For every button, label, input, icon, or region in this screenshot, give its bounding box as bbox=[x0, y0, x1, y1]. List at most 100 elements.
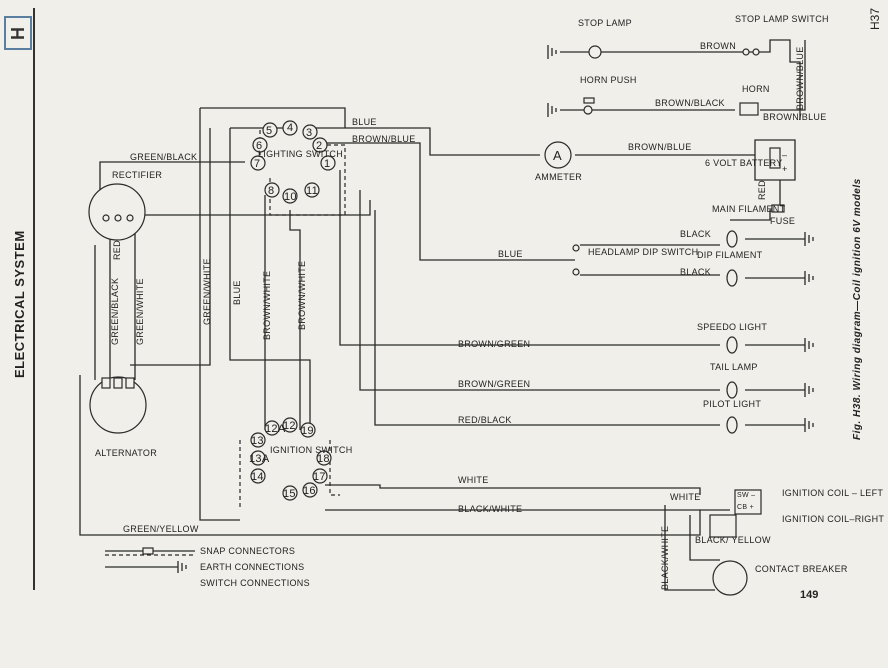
component-labels: STOP LAMP STOP LAMP SWITCH HORN PUSH HOR… bbox=[95, 14, 884, 574]
svg-text:BROWN/WHITE: BROWN/WHITE bbox=[262, 271, 272, 340]
svg-text:13: 13 bbox=[251, 435, 264, 447]
svg-text:7: 7 bbox=[254, 158, 260, 170]
fuse bbox=[771, 204, 785, 213]
svg-text:STOP LAMP SWITCH: STOP LAMP SWITCH bbox=[735, 14, 829, 24]
headlamp-dip-switch bbox=[572, 244, 580, 276]
terminal-numbers: 4 5 3 6 2 7 1 8 10 11 12A 12 19 13 13A 1… bbox=[249, 122, 330, 500]
svg-text:SW –: SW – bbox=[737, 492, 755, 499]
svg-text:HORN PUSH: HORN PUSH bbox=[580, 75, 637, 85]
svg-text:STOP LAMP: STOP LAMP bbox=[578, 18, 632, 28]
ignition-switch bbox=[250, 417, 332, 501]
svg-text:14: 14 bbox=[251, 471, 264, 483]
svg-text:12: 12 bbox=[283, 420, 296, 432]
horn-push bbox=[547, 97, 595, 117]
svg-text:10: 10 bbox=[284, 191, 297, 203]
svg-text:BLACK/WHITE: BLACK/WHITE bbox=[660, 526, 670, 590]
svg-text:BLUE: BLUE bbox=[232, 280, 242, 305]
svg-text:BLACK/WHITE: BLACK/WHITE bbox=[458, 504, 522, 514]
svg-text:GREEN/WHITE: GREEN/WHITE bbox=[135, 278, 145, 345]
legend-switch-connections: SWITCH CONNECTIONS bbox=[200, 578, 310, 588]
svg-text:ALTERNATOR: ALTERNATOR bbox=[95, 448, 157, 458]
legend-earth-connections: EARTH CONNECTIONS bbox=[200, 562, 304, 572]
svg-text:BROWN/BLUE: BROWN/BLUE bbox=[763, 112, 827, 122]
svg-text:6 VOLT BATTERY: 6 VOLT BATTERY bbox=[705, 158, 783, 168]
svg-text:4: 4 bbox=[287, 122, 293, 134]
alternator bbox=[89, 376, 147, 434]
svg-text:5: 5 bbox=[266, 125, 272, 137]
svg-text:HORN: HORN bbox=[742, 84, 770, 94]
legend: SNAP CONNECTORS EARTH CONNECTIONS SWITCH… bbox=[200, 546, 310, 588]
svg-text:18: 18 bbox=[317, 453, 330, 465]
legend-snap-connectors: SNAP CONNECTORS bbox=[200, 546, 295, 556]
wire-labels: BROWN BROWN/BLACK BROWN/BLUE BROWN/BLUE … bbox=[110, 41, 827, 590]
rectifier bbox=[88, 183, 146, 241]
svg-text:BROWN/BLUE: BROWN/BLUE bbox=[628, 142, 692, 152]
svg-text:BLUE: BLUE bbox=[352, 117, 377, 127]
svg-text:2: 2 bbox=[316, 140, 322, 152]
svg-text:RED: RED bbox=[112, 240, 122, 260]
svg-text:GREEN/WHITE: GREEN/WHITE bbox=[202, 258, 212, 325]
svg-text:12A: 12A bbox=[265, 423, 286, 435]
svg-text:BROWN/BLUE: BROWN/BLUE bbox=[795, 46, 805, 110]
svg-text:IGNITION COIL–RIGHT: IGNITION COIL–RIGHT bbox=[782, 514, 884, 524]
svg-text:–: – bbox=[782, 150, 787, 160]
svg-text:16: 16 bbox=[303, 485, 316, 497]
svg-text:FUSE: FUSE bbox=[770, 216, 795, 226]
lighting-switch bbox=[250, 120, 336, 204]
svg-text:RECTIFIER: RECTIFIER bbox=[112, 170, 162, 180]
svg-text:WHITE: WHITE bbox=[670, 492, 701, 502]
wires bbox=[79, 39, 806, 591]
svg-text:BROWN/BLUE: BROWN/BLUE bbox=[352, 134, 416, 144]
svg-text:MAIN FILAMENT: MAIN FILAMENT bbox=[712, 204, 786, 214]
svg-text:BROWN/BLACK: BROWN/BLACK bbox=[655, 98, 725, 108]
horn bbox=[739, 102, 759, 116]
svg-text:11: 11 bbox=[306, 185, 318, 197]
svg-text:BROWN/WHITE: BROWN/WHITE bbox=[297, 261, 307, 330]
svg-text:GREEN/YELLOW: GREEN/YELLOW bbox=[123, 524, 199, 534]
svg-text:RED: RED bbox=[757, 180, 767, 200]
svg-text:BROWN/GREEN: BROWN/GREEN bbox=[458, 379, 530, 389]
svg-text:BLACK: BLACK bbox=[680, 267, 711, 277]
svg-text:BLACK/ YELLOW: BLACK/ YELLOW bbox=[695, 535, 771, 545]
svg-text:HEADLAMP DIP SWITCH: HEADLAMP DIP SWITCH bbox=[588, 247, 698, 257]
stop-lamp bbox=[547, 45, 602, 59]
svg-text:WHITE: WHITE bbox=[458, 475, 489, 485]
margin-rule bbox=[33, 8, 35, 590]
svg-text:DIP FILAMENT: DIP FILAMENT bbox=[697, 250, 763, 260]
contact-breaker bbox=[712, 560, 748, 596]
stop-lamp-switch bbox=[742, 48, 760, 56]
svg-text:8: 8 bbox=[268, 185, 274, 197]
svg-text:6: 6 bbox=[256, 140, 262, 152]
battery: – + bbox=[769, 147, 788, 174]
svg-text:SPEEDO LIGHT: SPEEDO LIGHT bbox=[697, 322, 767, 332]
legend-symbols bbox=[105, 547, 195, 573]
svg-text:BROWN: BROWN bbox=[700, 41, 736, 51]
svg-text:CB +: CB + bbox=[737, 504, 754, 511]
svg-text:LIGHTING SWITCH: LIGHTING SWITCH bbox=[258, 149, 343, 159]
svg-text:IGNITION SWITCH: IGNITION SWITCH bbox=[270, 445, 353, 455]
svg-text:IGNITION COIL – LEFT: IGNITION COIL – LEFT bbox=[782, 488, 883, 498]
svg-text:AMMETER: AMMETER bbox=[535, 172, 582, 182]
svg-text:13A: 13A bbox=[249, 453, 270, 465]
svg-text:PILOT LIGHT: PILOT LIGHT bbox=[703, 399, 761, 409]
section-tab: H bbox=[4, 16, 32, 50]
lamp-bulbs bbox=[726, 230, 814, 434]
svg-text:+: + bbox=[782, 164, 788, 174]
svg-text:GREEN/BLACK: GREEN/BLACK bbox=[130, 152, 197, 162]
ignition-coils bbox=[709, 489, 762, 538]
svg-text:BROWN/GREEN: BROWN/GREEN bbox=[458, 339, 530, 349]
page-number: 149 bbox=[800, 589, 819, 601]
svg-text:BLUE: BLUE bbox=[498, 249, 523, 259]
svg-text:15: 15 bbox=[283, 488, 296, 500]
svg-text:RED/BLACK: RED/BLACK bbox=[458, 415, 512, 425]
svg-text:1: 1 bbox=[324, 158, 330, 170]
svg-text:TAIL LAMP: TAIL LAMP bbox=[710, 362, 758, 372]
svg-text:A: A bbox=[553, 148, 562, 163]
svg-text:19: 19 bbox=[301, 425, 314, 437]
svg-text:3: 3 bbox=[306, 127, 312, 139]
svg-text:17: 17 bbox=[313, 471, 326, 483]
svg-text:GREEN/BLACK: GREEN/BLACK bbox=[110, 278, 120, 345]
svg-text:BLACK: BLACK bbox=[680, 229, 711, 239]
